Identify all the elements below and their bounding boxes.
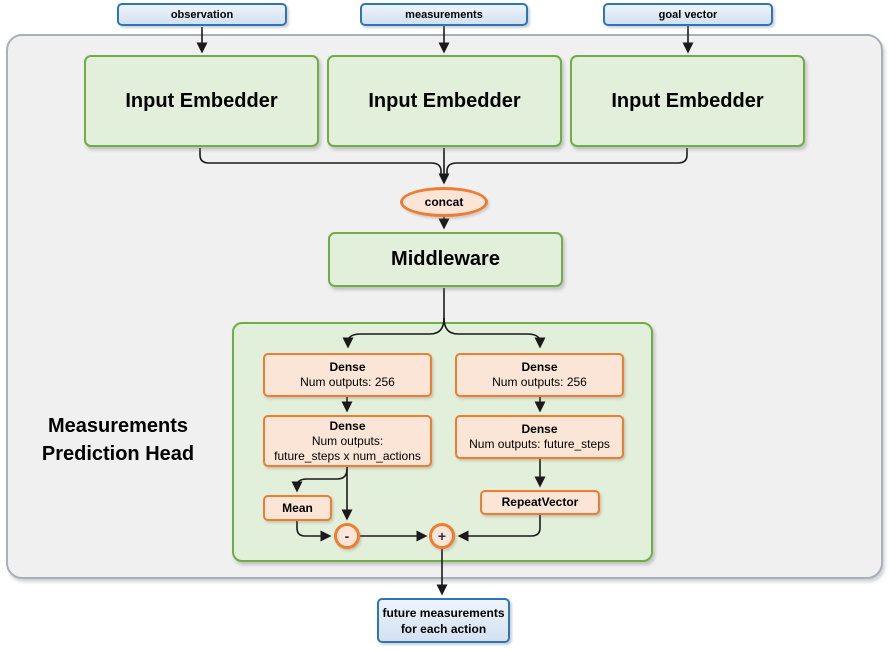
dense-right-1: Dense Num outputs: 256: [455, 353, 624, 397]
input-embedder-3: Input Embedder: [570, 55, 805, 147]
dense-left-2: Dense Num outputs: future_steps x num_ac…: [263, 415, 432, 467]
input-node-measurements: measurements: [360, 3, 528, 26]
dense-right-1-title: Dense: [521, 360, 558, 374]
middleware-label: Middleware: [391, 248, 500, 270]
add-label: +: [437, 528, 447, 544]
subtract-label: -: [344, 528, 350, 544]
head-title-line1: Measurements: [47, 415, 189, 437]
input-embedder-2-label: Input Embedder: [368, 89, 521, 112]
mean-label: Mean: [282, 500, 313, 515]
input-node-goal-vector-label: goal vector: [658, 8, 718, 21]
input-node-observation: observation: [117, 3, 287, 26]
middleware-node: Middleware: [328, 232, 563, 287]
subtract-node: -: [334, 523, 360, 549]
input-node-observation-label: observation: [170, 8, 234, 21]
input-embedder-3-label: Input Embedder: [611, 89, 764, 112]
output-label-line1: future measurements: [382, 605, 505, 620]
mean-node: Mean: [263, 495, 332, 521]
dense-left-1-title: Dense: [329, 360, 366, 374]
dense-left-1: Dense Num outputs: 256: [263, 353, 432, 397]
dense-right-2: Dense Num outputs: future_steps: [455, 415, 624, 459]
dense-right-1-subtitle: Num outputs: 256: [492, 375, 587, 389]
concat-label: concat: [424, 195, 464, 209]
repeat-vector-label: RepeatVector: [501, 495, 579, 509]
output-label-line2: for each action: [400, 621, 487, 636]
head-title: Measurements Prediction Head: [12, 410, 224, 470]
input-embedder-1-label: Input Embedder: [125, 89, 278, 112]
dense-right-2-title: Dense: [521, 422, 558, 436]
dense-left-2-subtitle2: future_steps x num_actions: [274, 448, 421, 463]
dense-left-2-title: Dense: [329, 418, 366, 433]
input-node-measurements-label: measurements: [405, 8, 483, 21]
repeat-vector-node: RepeatVector: [480, 490, 600, 515]
input-embedder-2: Input Embedder: [327, 55, 562, 147]
input-embedder-1: Input Embedder: [84, 55, 319, 147]
dense-left-1-subtitle: Num outputs: 256: [300, 375, 395, 389]
dense-right-2-subtitle: Num outputs: future_steps: [469, 437, 610, 451]
input-node-goal-vector: goal vector: [603, 3, 773, 26]
concat-node: concat: [400, 187, 488, 217]
head-title-line2: Prediction Head: [41, 443, 195, 465]
output-node: future measurements for each action: [377, 598, 510, 643]
add-node: +: [429, 523, 455, 549]
dense-left-2-subtitle: Num outputs:: [311, 433, 384, 448]
